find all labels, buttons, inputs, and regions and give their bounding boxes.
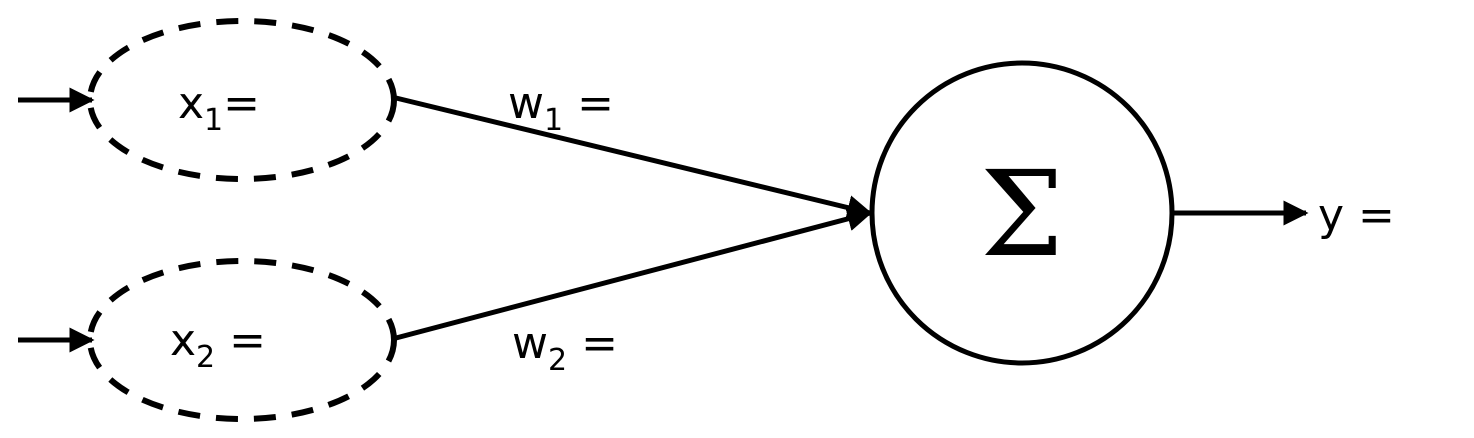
summation-symbol: Σ [980, 145, 1063, 283]
weight-label-w2: w2 = [512, 318, 618, 378]
summation-node [869, 60, 1175, 366]
weight-edge-2 [395, 206, 873, 341]
weight-label-w1: w1 = [508, 78, 614, 138]
input-label-x1: x1= [178, 78, 260, 138]
weight-edge-1 [395, 95, 873, 220]
output-label: y = [1318, 190, 1395, 241]
input-node-x1 [87, 18, 397, 182]
input-label-x2: x2 = [170, 315, 266, 375]
input-node-x2 [87, 258, 397, 422]
